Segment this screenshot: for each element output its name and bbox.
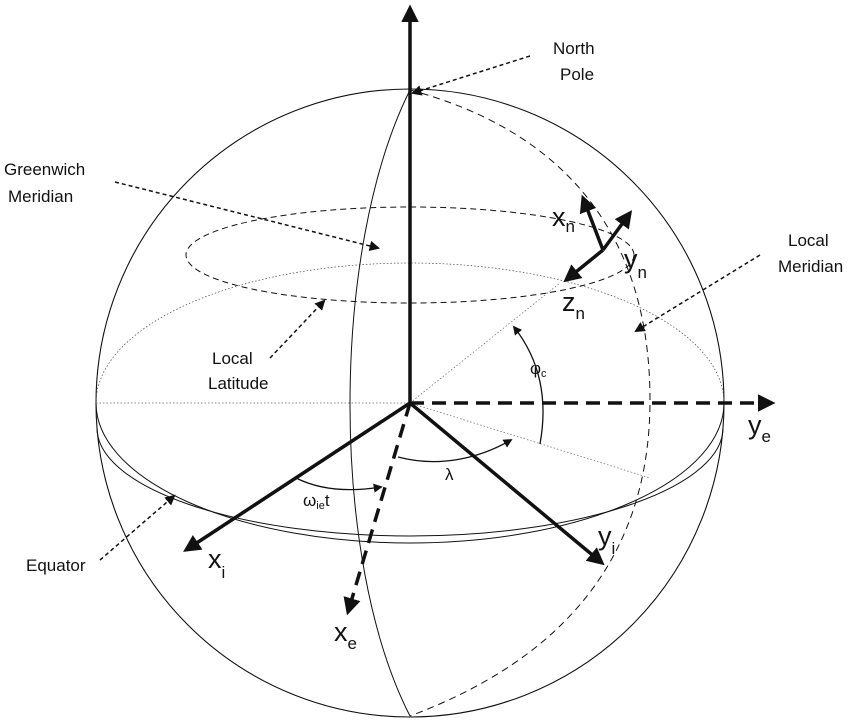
local-latitude-leader xyxy=(269,299,326,359)
north-pole-label-line1: North xyxy=(553,39,595,58)
omega-label: ωiet xyxy=(303,491,330,512)
local-meridian-label-line2: Meridian xyxy=(778,257,843,276)
yi-axis xyxy=(408,401,605,566)
yi-label: yi xyxy=(598,521,615,558)
equator-leader xyxy=(99,494,176,561)
yn-axis xyxy=(601,210,633,252)
longitude-angle-arc xyxy=(397,439,513,463)
local-latitude-label-line2: Latitude xyxy=(208,374,269,393)
local-latitude-label-line1: Local xyxy=(212,349,253,368)
local-latitude-circle xyxy=(185,206,635,304)
xn-label: xn xyxy=(552,202,575,236)
local-meridian-label-line1: Local xyxy=(788,231,829,250)
north-pole-label-line2: Pole xyxy=(560,65,594,84)
yn-label: yn xyxy=(624,244,647,282)
local-meridian-leader xyxy=(634,254,761,333)
zn-axis xyxy=(563,248,605,283)
equator-label: Equator xyxy=(26,556,86,575)
ye-label: ye xyxy=(748,410,771,446)
xe-label: xe xyxy=(334,617,357,653)
greenwich-meridian xyxy=(349,89,411,717)
phi-label: φc xyxy=(530,359,547,380)
radius-to-local-point xyxy=(409,282,561,404)
greenwich-label-line2: Meridian xyxy=(8,187,73,206)
lambda-label: λ xyxy=(445,465,454,484)
xe-axis xyxy=(343,402,412,616)
greenwich-leader xyxy=(114,181,381,252)
xn-axis xyxy=(579,194,605,251)
xi-axis xyxy=(183,401,411,552)
equator-front-edge xyxy=(95,402,725,544)
equator-band-lower-edge xyxy=(96,427,724,537)
latitude-angle-arc xyxy=(512,325,544,445)
zn-label: zn xyxy=(562,287,585,323)
greenwich-label-line1: Greenwich xyxy=(4,160,85,179)
local-meridian xyxy=(409,89,651,717)
xi-label: xi xyxy=(208,544,225,582)
north-pole-leader xyxy=(410,55,531,96)
earth-rotation-angle-arc xyxy=(295,477,383,493)
